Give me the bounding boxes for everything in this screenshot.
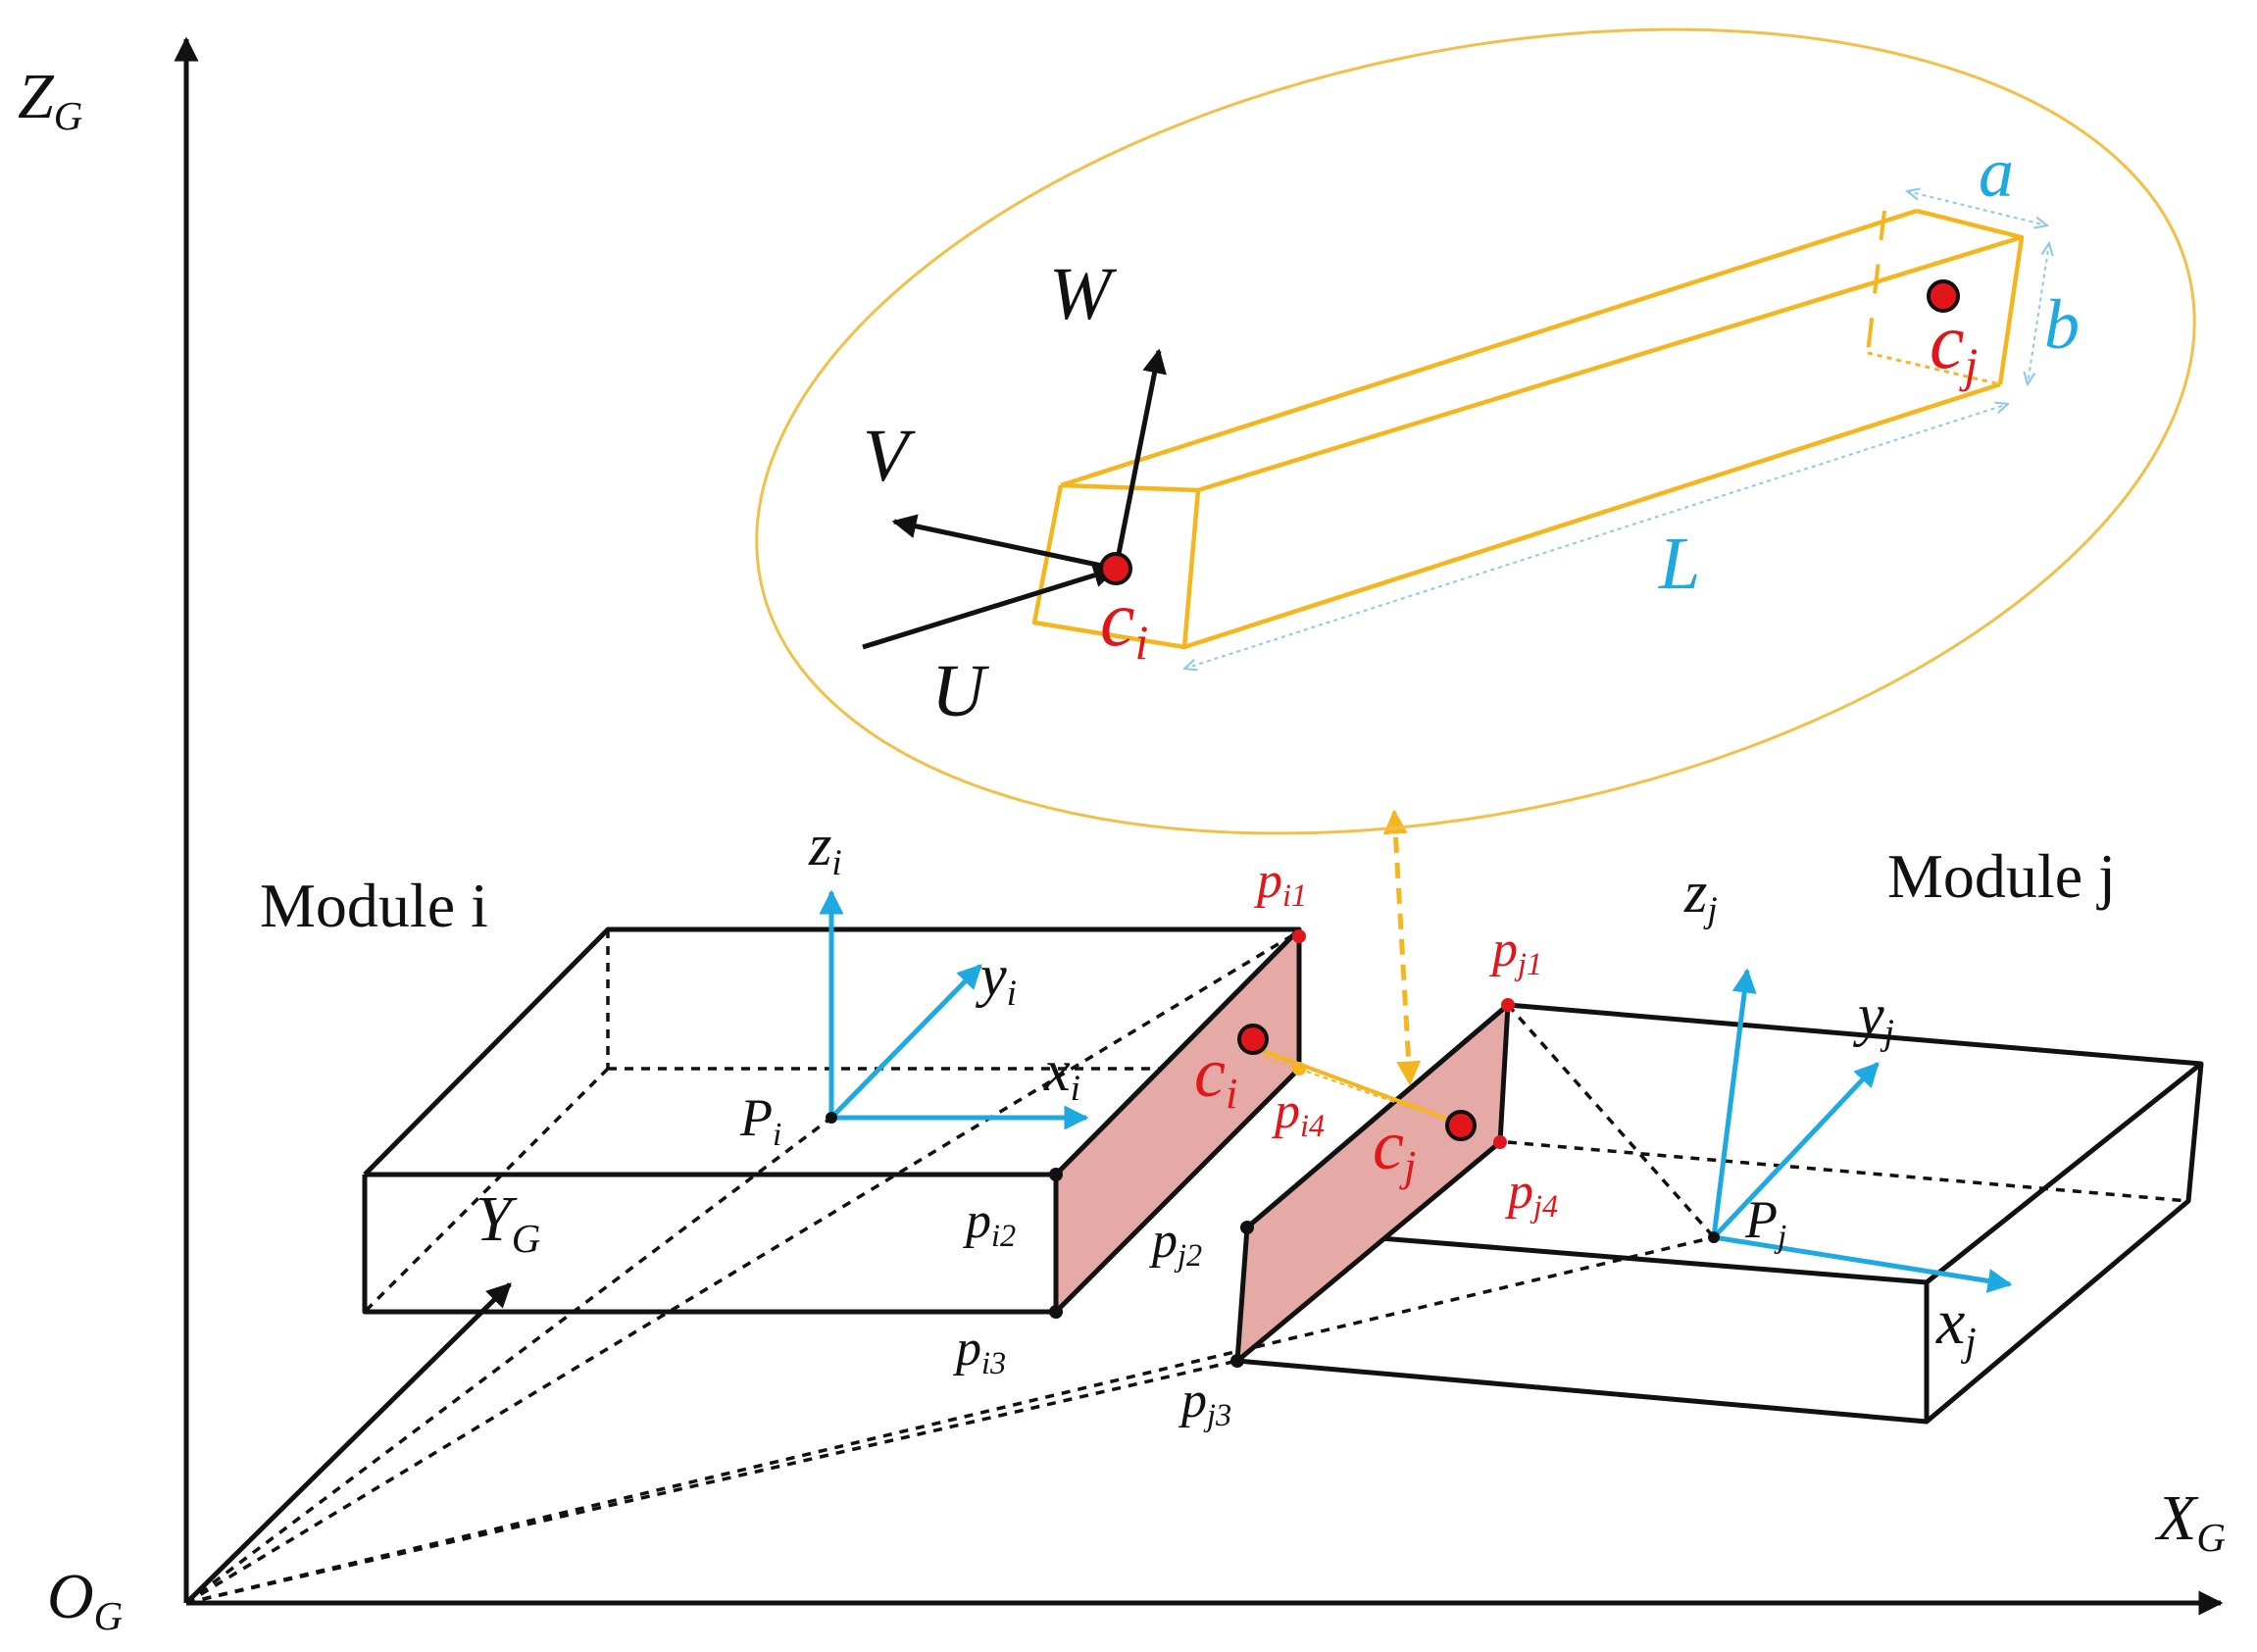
beam-top-edge-far: [1197, 234, 2023, 493]
module-i-local-frame: zi yi xi Pi: [739, 813, 1089, 1153]
yj-axis: [1712, 1062, 1880, 1239]
dim-a-label: a: [1979, 133, 2014, 212]
xj-axis: [1713, 1234, 2013, 1293]
w-label: W: [1049, 253, 1118, 335]
module-j-hidden-edge: [1507, 1140, 2189, 1203]
pi2-point: [1049, 1168, 1063, 1181]
dim-b-label: b: [2044, 285, 2080, 364]
beam-hidden-bottom: [1867, 351, 2001, 386]
x-global-label: XG: [2154, 1482, 2226, 1560]
module-j-hidden-edge: [1506, 1003, 1716, 1239]
beam-top-edge-near: [1060, 208, 1918, 488]
v-label: V: [863, 415, 916, 497]
pj1-label: pj1: [1488, 922, 1542, 981]
origin-to-pj-ray: [185, 1235, 1715, 1605]
cj-small-point: [1445, 1110, 1477, 1141]
pj3-point: [1230, 1354, 1244, 1368]
ci-small-point: [1237, 1024, 1269, 1055]
ci-detail-label: ci: [1100, 576, 1148, 670]
dim-a-line: [1907, 191, 2047, 225]
w-axis: [1113, 348, 1167, 570]
module-j-title: Module j: [1887, 841, 2116, 911]
yi-axis: [829, 964, 982, 1120]
module-i-hidden-edge: [363, 1067, 610, 1314]
v-axis: [891, 514, 1117, 572]
pj2-label: pj2: [1148, 1213, 1202, 1273]
pj4-label: pj4: [1504, 1164, 1558, 1224]
small-connector: ci cj: [1194, 1024, 1477, 1190]
small-connector-beam: [1252, 1045, 1450, 1122]
pi-point: [826, 1112, 837, 1124]
module-j-local-frame: zj yj xj Pj: [1683, 860, 2013, 1364]
xi-label: xi: [1043, 1038, 1080, 1109]
connector-detail: a b L W V U ci cj: [755, 27, 2196, 835]
z-global-label: ZG: [18, 61, 82, 138]
origin-to-pj3-ray: [185, 1359, 1238, 1605]
zi-label: zi: [808, 813, 842, 883]
beam-hidden-edge: [1866, 210, 1886, 354]
pi3-label: pi3: [952, 1321, 1006, 1380]
cj-detail-label: cj: [1930, 299, 1978, 392]
origin-to-pi-ray: [184, 1116, 833, 1605]
origin-label: OG: [47, 1561, 123, 1638]
pj4-point: [1493, 1135, 1507, 1149]
zj-axis: [1711, 968, 1757, 1238]
small-connector-edge: [1264, 1056, 1418, 1111]
beam-bottom-edge: [1183, 381, 2001, 650]
zoom-link-arrow: [1382, 809, 1422, 1086]
pj2-point: [1240, 1221, 1254, 1234]
pi3-point: [1049, 1305, 1063, 1319]
ci-detail-point: [1099, 552, 1132, 585]
origin-to-pi1-ray: [185, 929, 1300, 1605]
u-axis: [862, 563, 1119, 650]
Pi-label: Pi: [739, 1088, 781, 1153]
yi-label: yi: [975, 943, 1017, 1014]
pi4-label: pi4: [1271, 1083, 1325, 1143]
dim-L-line: [1184, 404, 2008, 669]
module-i-front-face: [362, 1175, 1059, 1315]
module-j-side: [1924, 1063, 2204, 1425]
zj-label: zj: [1683, 860, 1718, 930]
pi2-label: pi2: [962, 1193, 1016, 1253]
vertex-points: pi1 pi2 pi3 pi4 pj1 pj2 pj3 pj4: [952, 853, 1558, 1432]
yj-label: yj: [1852, 982, 1894, 1053]
u-label: U: [931, 650, 989, 732]
ci-small-label: ci: [1194, 1033, 1237, 1118]
cj-detail-point: [1927, 279, 1960, 313]
pi1-point: [1292, 929, 1306, 943]
pi1-label: pi1: [1253, 853, 1307, 913]
cj-small-label: cj: [1373, 1106, 1416, 1190]
xj-label: xj: [1935, 1286, 1977, 1364]
global-axes: ZG XG YG OG: [18, 36, 2226, 1638]
detail-ellipse: [755, 27, 2196, 835]
Pj-label: Pj: [1744, 1190, 1786, 1255]
module-j-bottom-edge: [1236, 1358, 1928, 1425]
dim-L-label: L: [1658, 523, 1700, 605]
module-i-title: Module i: [260, 871, 488, 940]
pj-point: [1708, 1231, 1720, 1243]
pj3-label: pj3: [1178, 1373, 1231, 1432]
y-global-axis: [184, 1282, 512, 1605]
y-global-label: YG: [476, 1183, 540, 1261]
pj1-point: [1501, 998, 1515, 1012]
dim-b-line: [2028, 243, 2049, 384]
